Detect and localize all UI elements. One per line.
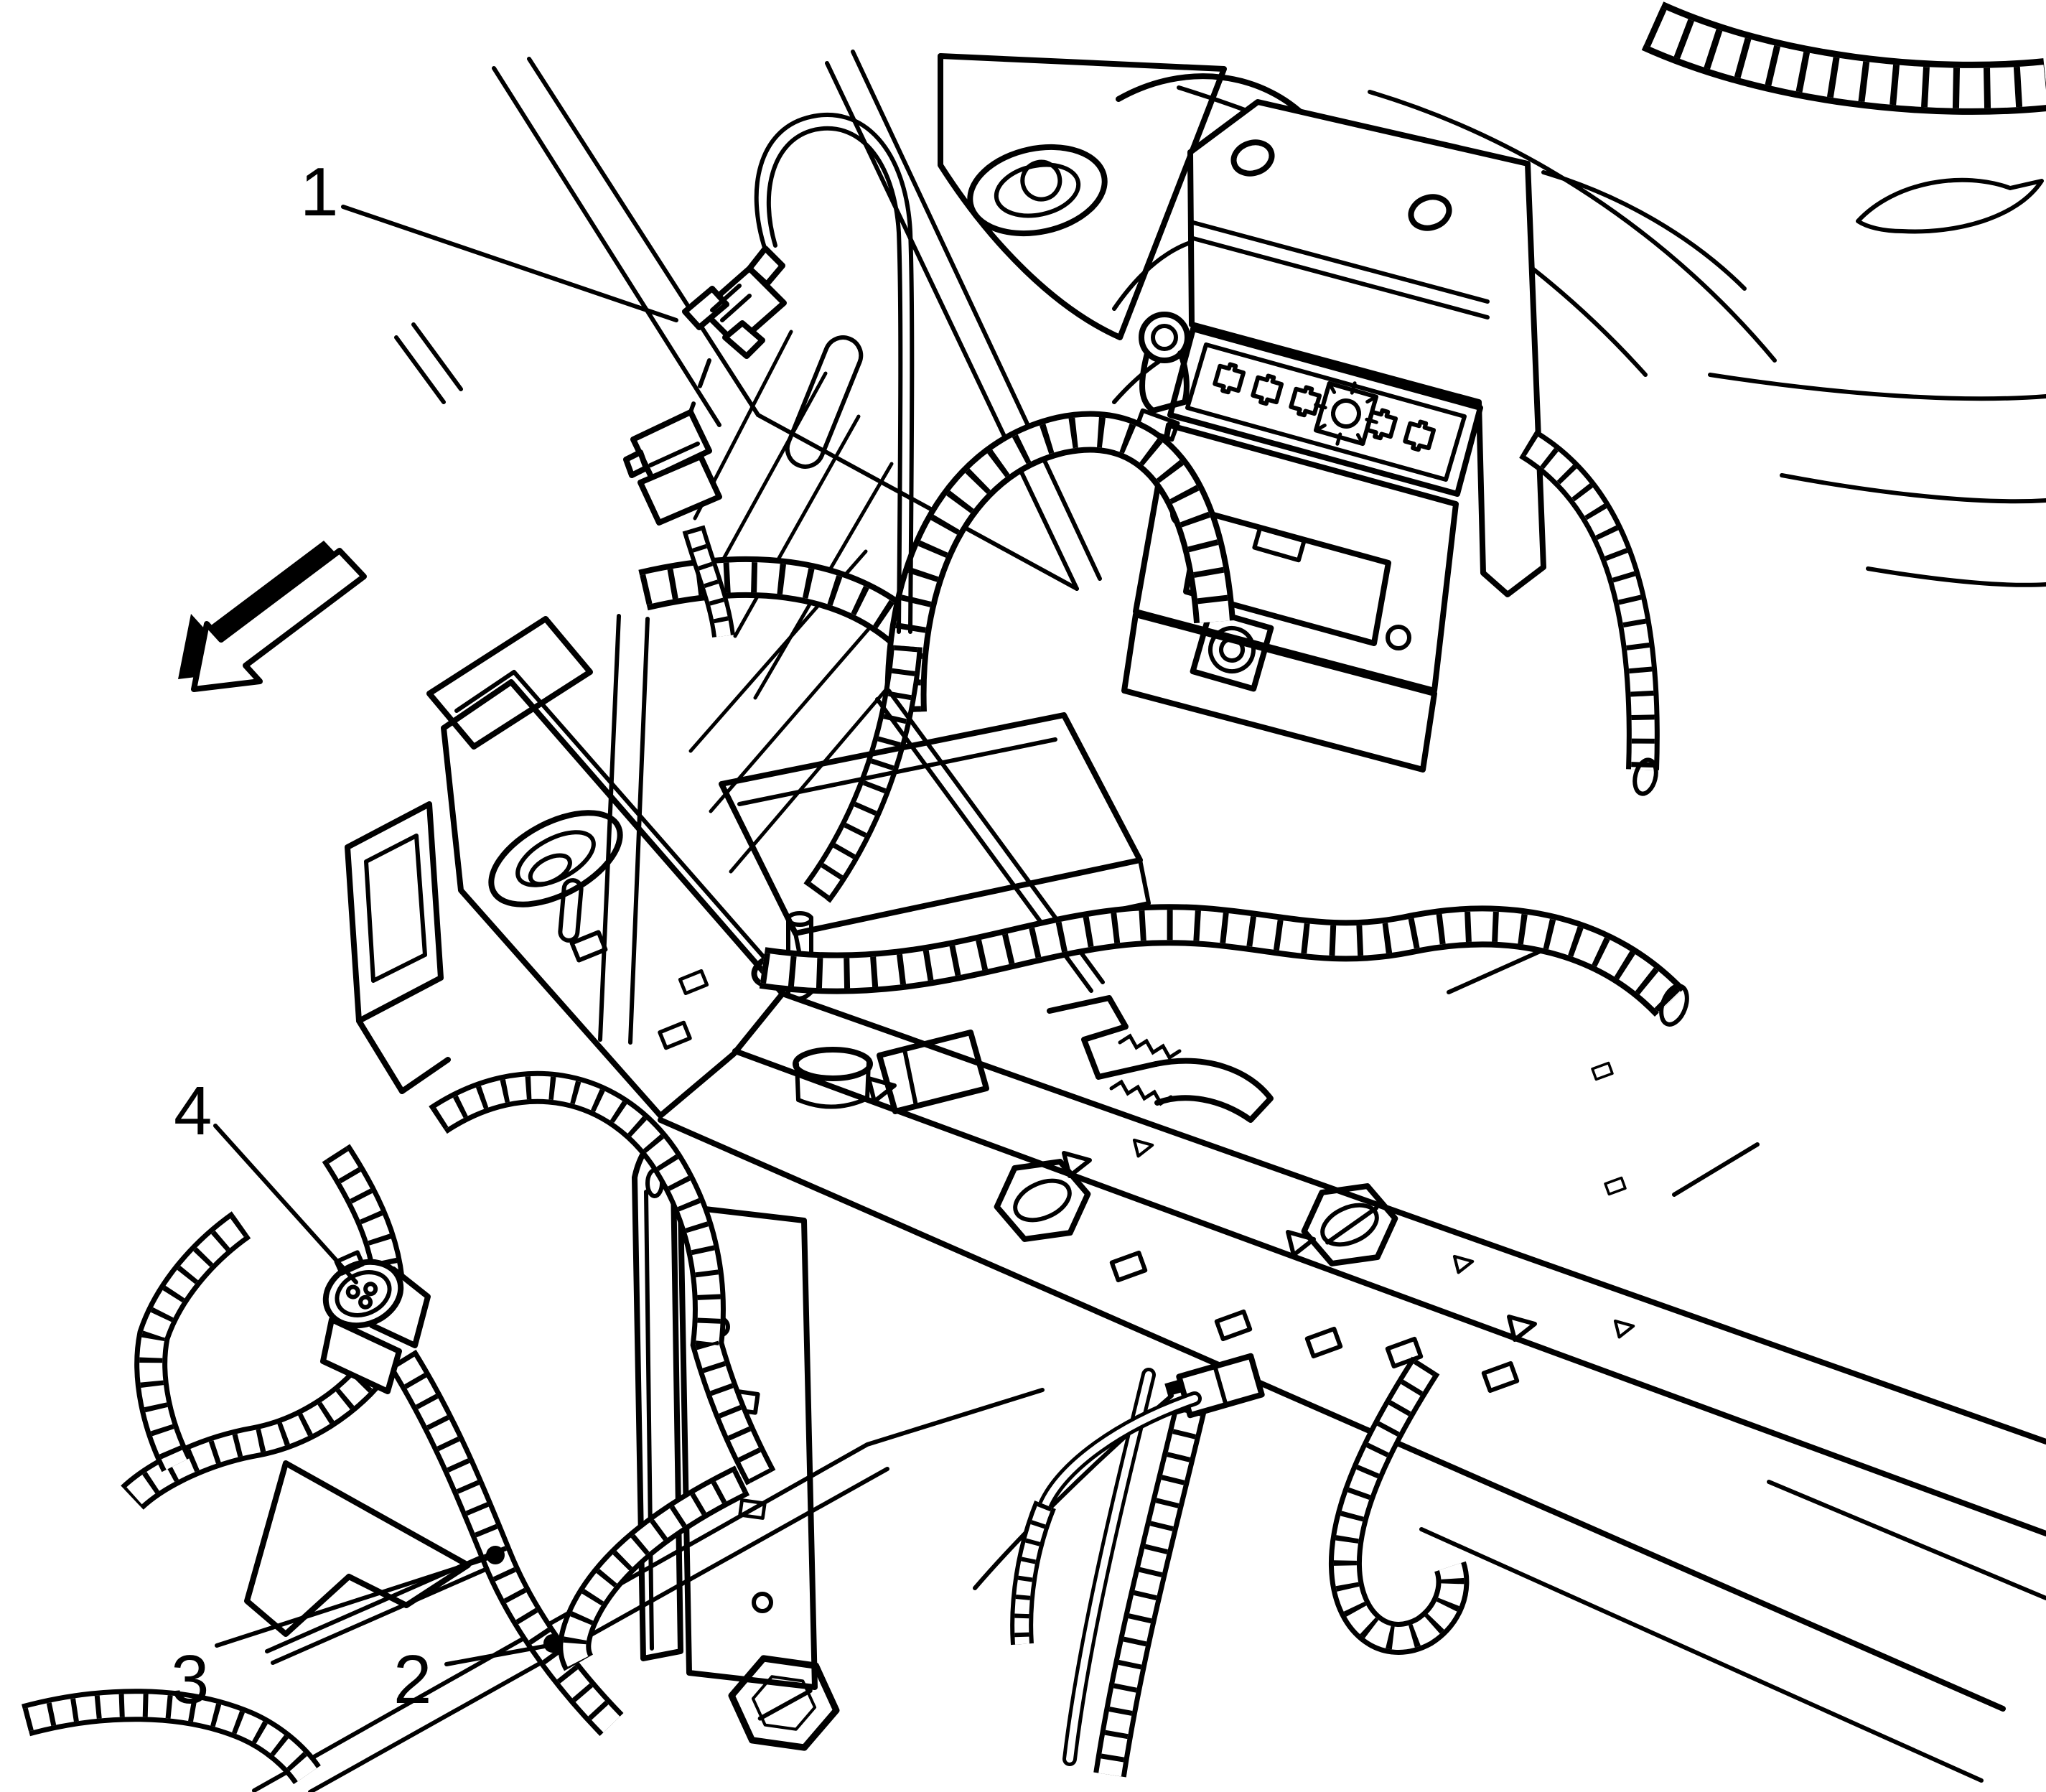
bracket-hole bbox=[1230, 139, 1275, 177]
connector-1-wire bbox=[754, 112, 915, 634]
connector-1-group bbox=[623, 112, 915, 636]
mounting-bracket bbox=[1187, 99, 1546, 597]
shock-tower-plate bbox=[938, 53, 1227, 340]
main-wiring-harness bbox=[762, 925, 1670, 1002]
rail-punched-holes bbox=[869, 1061, 1633, 1391]
frame-horn-plate bbox=[426, 616, 593, 750]
plate-grommet bbox=[967, 144, 1108, 237]
fuse-glyphs bbox=[1214, 362, 1435, 452]
connector-1-nose bbox=[747, 246, 785, 287]
hold-down-clamp bbox=[793, 995, 1274, 1123]
callouts: 1 4 3 2 bbox=[171, 154, 678, 1718]
callout-4-label: 4 bbox=[174, 1073, 212, 1149]
relay-square bbox=[1313, 381, 1379, 447]
lower-harness-cluster bbox=[26, 1088, 761, 1775]
connector-1-body bbox=[699, 266, 787, 347]
callout-3-dot bbox=[486, 1546, 505, 1564]
connector-1-clip bbox=[682, 286, 729, 330]
crossmember-face bbox=[441, 679, 785, 1119]
clamp-spring bbox=[1118, 1033, 1182, 1060]
callout-1-leader bbox=[341, 205, 678, 322]
crossmember-grommet bbox=[488, 810, 623, 907]
callout-3-label: 3 bbox=[171, 1641, 209, 1718]
open-conduit-ends bbox=[1632, 757, 1689, 1027]
connector-1-mate bbox=[623, 409, 722, 526]
callout-3-leader bbox=[215, 1554, 495, 1648]
bracket-hole bbox=[1408, 194, 1452, 231]
crossmember-end-bracket bbox=[345, 801, 451, 1094]
direction-arrow bbox=[178, 541, 367, 692]
fuse-block-assembly bbox=[1121, 99, 1546, 773]
harness-conduit-top-right bbox=[1653, 26, 2046, 88]
callout-2-label: 2 bbox=[393, 1641, 431, 1718]
fuse-block-base bbox=[1121, 612, 1437, 773]
harness-drops-bottom-right bbox=[1022, 1356, 1452, 1775]
connector-4 bbox=[320, 1250, 431, 1394]
clamp-spring bbox=[1109, 1079, 1173, 1106]
direction-arrow-face bbox=[191, 548, 367, 692]
callout-2-leader bbox=[444, 1643, 551, 1666]
fuse-row-face bbox=[1167, 326, 1483, 497]
channel-foot-hex bbox=[726, 1655, 842, 1751]
callout-2-dot bbox=[543, 1634, 562, 1653]
callout-4-leader bbox=[213, 1124, 358, 1284]
frame-crossmember bbox=[345, 614, 790, 1119]
stud-pad bbox=[1190, 607, 1274, 692]
callout-1-label: 1 bbox=[300, 154, 338, 230]
brace-slot bbox=[785, 335, 864, 469]
ring-terminal bbox=[1134, 312, 1190, 496]
